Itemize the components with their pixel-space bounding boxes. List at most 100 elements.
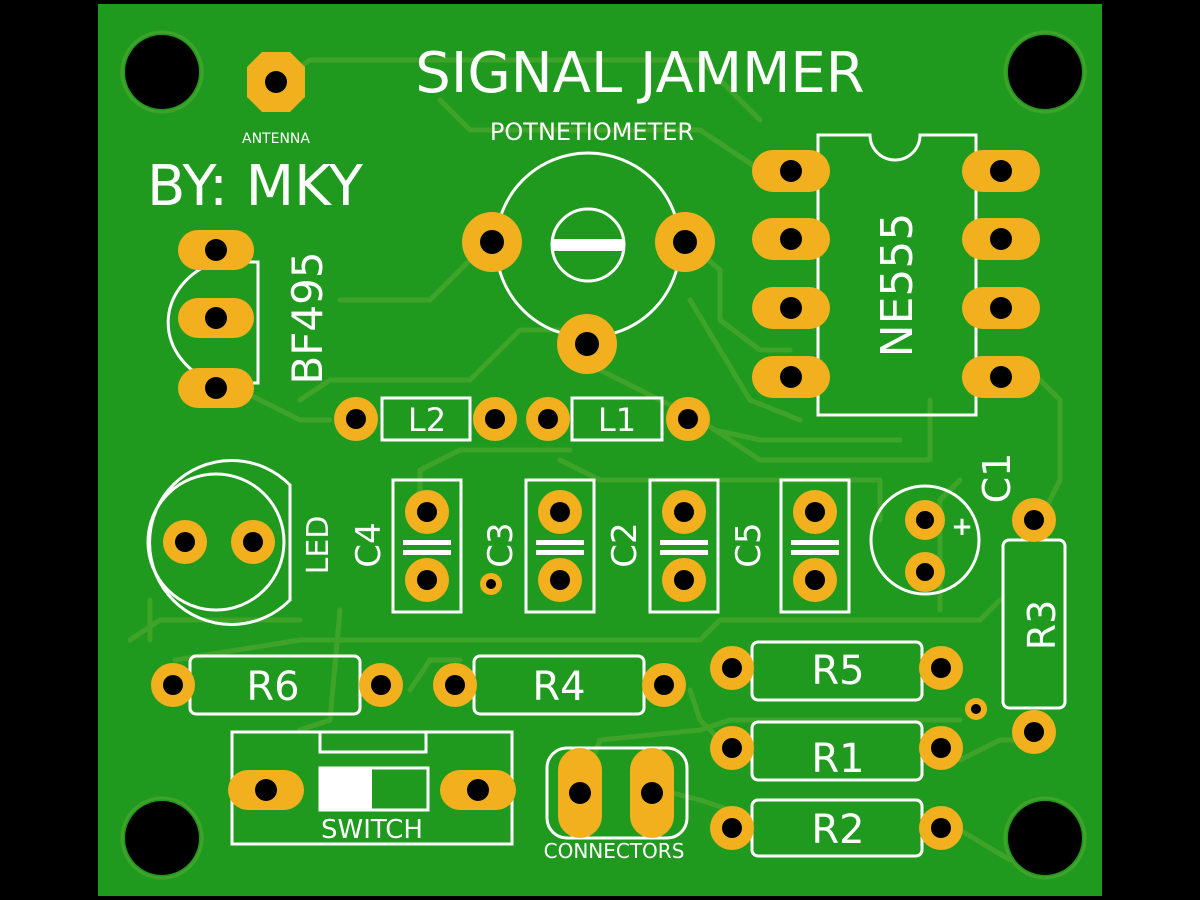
connectors-label: CONNECTORS — [544, 839, 685, 863]
inductor-label: L2 — [408, 401, 446, 439]
potentiometer-drill — [480, 230, 504, 254]
capacitor-drill — [550, 570, 570, 590]
capacitor-outline — [869, 484, 981, 596]
potentiometer-label: POTNETIOMETER — [490, 118, 694, 146]
via-drill — [971, 704, 981, 714]
mounting-hole-drill — [125, 801, 199, 875]
switch-tab — [318, 730, 428, 754]
ic-drill — [990, 297, 1012, 319]
ic-drill — [990, 366, 1012, 388]
ic-drill — [990, 160, 1012, 182]
capacitor-drill — [916, 511, 934, 529]
resistor-drill — [722, 658, 742, 678]
resistor-drill — [163, 675, 183, 695]
capacitor-label: C1 — [975, 453, 1019, 504]
potentiometer-drill — [673, 230, 697, 254]
capacitor-outline — [779, 478, 851, 614]
resistor-label: R6 — [246, 664, 299, 710]
resistor-drill — [1024, 722, 1044, 742]
resistor-drill — [931, 738, 951, 758]
capacitor-outline — [648, 478, 720, 614]
led: LED — [146, 459, 336, 626]
capacitor-label: C5 — [729, 522, 769, 567]
connectors: CONNECTORS — [544, 746, 689, 863]
resistor-label: R4 — [532, 664, 585, 710]
ic-drill — [990, 228, 1012, 250]
led-outer-outline — [148, 459, 292, 626]
capacitor-c5: C5 — [729, 478, 851, 614]
bf495-transistor: BF495 — [166, 230, 332, 408]
resistor-r1: R1 — [710, 720, 963, 782]
resistor-r6: R6 — [151, 654, 403, 716]
resistor-drill — [931, 658, 951, 678]
capacitor-plate — [660, 540, 708, 545]
antenna-drill — [265, 71, 287, 93]
ic-outline — [816, 133, 978, 417]
capacitor-plate — [536, 550, 584, 555]
switch-drill — [255, 779, 277, 801]
inductor-drill — [538, 409, 558, 429]
capacitor-drill — [417, 570, 437, 590]
potentiometer-drill — [575, 332, 599, 356]
connector-drill — [569, 782, 591, 804]
potentiometer-slot — [553, 239, 623, 251]
resistor-r4: R4 — [433, 654, 686, 716]
capacitor-c1: + C1 — [869, 453, 1019, 596]
resistor-label: R3 — [1020, 600, 1064, 651]
inductor-label: L1 — [598, 401, 636, 439]
connector-drill — [641, 782, 663, 804]
resistor-r3: R3 — [1001, 498, 1067, 754]
resistor-r2: R2 — [710, 798, 963, 858]
capacitor-outline — [391, 478, 463, 614]
led-drill — [175, 532, 195, 552]
antenna-label: ANTENNA — [242, 131, 310, 147]
resistor-drill — [1024, 510, 1044, 530]
capacitor-drill — [674, 502, 694, 522]
board-title: SIGNAL JAMMER — [415, 41, 864, 106]
led-label: LED — [301, 516, 336, 575]
ic-drill — [780, 160, 802, 182]
capacitor-drill — [916, 563, 934, 581]
mounting-holes — [120, 30, 1087, 880]
ic-drill — [780, 228, 802, 250]
inductor-outline — [570, 396, 664, 442]
ic-drill — [780, 297, 802, 319]
capacitor-c4: C4 — [349, 478, 463, 614]
mounting-hole-drill — [125, 35, 199, 109]
capacitor-drill — [550, 502, 570, 522]
resistor-drill — [722, 738, 742, 758]
transistor-drill — [205, 377, 227, 399]
transistor-drill — [205, 307, 227, 329]
capacitor-plate — [536, 540, 584, 545]
ne555-ic: NE555 — [752, 133, 1040, 417]
capacitor-drill — [674, 570, 694, 590]
potentiometer: POTNETIOMETER — [462, 118, 715, 374]
led-drill — [243, 532, 263, 552]
capacitor-plate — [660, 550, 708, 555]
capacitor-label: C3 — [481, 522, 521, 567]
antenna: ANTENNA — [242, 52, 310, 147]
inductor-l1: L1 — [526, 396, 710, 442]
mounting-hole-drill — [1008, 35, 1082, 109]
capacitor-drill — [417, 502, 437, 522]
resistor-drill — [445, 675, 465, 695]
capacitor-plate — [403, 540, 451, 545]
inductor-outline — [380, 396, 472, 442]
capacitor-label: C2 — [605, 522, 645, 567]
inductor-drill — [678, 409, 698, 429]
transistor-drill — [205, 239, 227, 261]
ic-pads-left — [752, 150, 830, 398]
resistor-drill — [371, 675, 391, 695]
resistor-label: R1 — [811, 736, 864, 782]
connector-outline — [545, 746, 689, 840]
via-drill — [486, 579, 496, 589]
ic-drill — [780, 366, 802, 388]
switch-label: SWITCH — [321, 815, 423, 845]
mounting-hole-drill — [1008, 801, 1082, 875]
inductor-drill — [346, 409, 366, 429]
switch-drill — [467, 779, 489, 801]
capacitor-c3: C3 — [481, 478, 596, 614]
author-label: BY: MKY — [147, 154, 364, 219]
led-inner-outline — [146, 472, 286, 612]
